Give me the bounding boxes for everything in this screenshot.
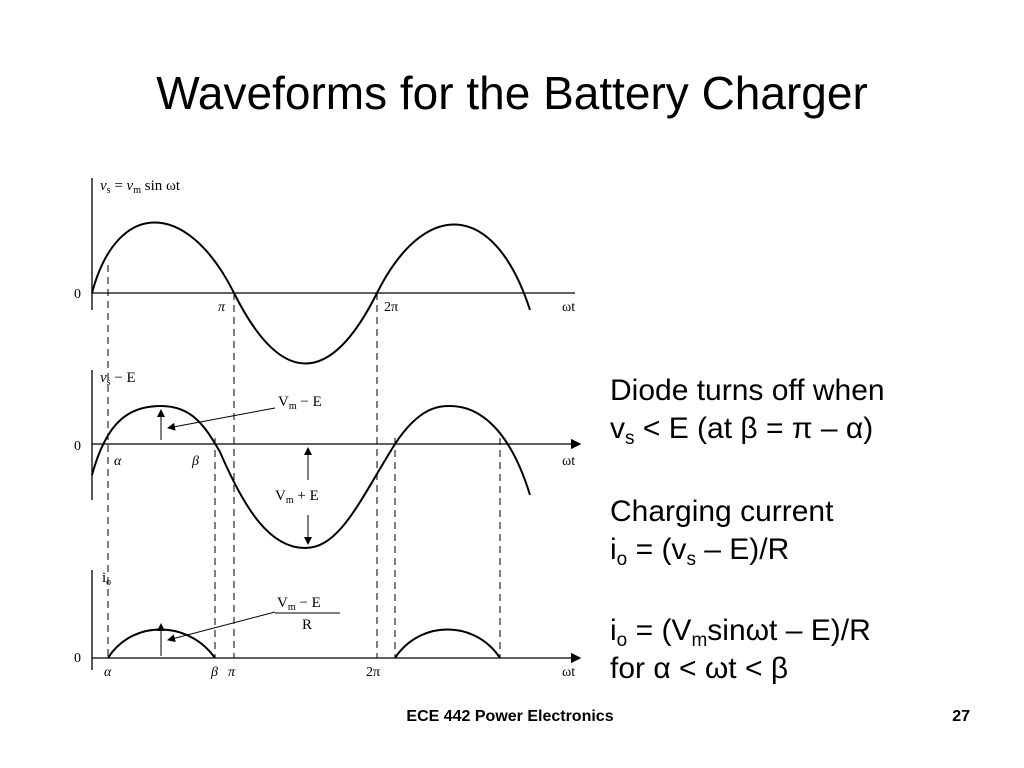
io-ann-denominator: R [302, 617, 312, 633]
p3-wt-label: ωt [562, 665, 575, 680]
p1-2pi-label: 2π [384, 300, 398, 315]
waveform-figure: vs = vm sin ωt 0 π 2π ωt vs − E 0 α β ωt… [70, 170, 590, 690]
p3-pi-label: π [228, 665, 236, 680]
vm-minus-e-label: Vm − E [278, 394, 322, 412]
vm-minus-e-leader [167, 407, 276, 431]
bullet-io-formula: io = (Vmsinωt – E)/R for α < ωt < β [610, 612, 871, 688]
bullet-charging-line2: io = (vs – E)/R [610, 533, 790, 570]
io-peak-leader [167, 611, 276, 643]
p3-beta-label: β [210, 665, 218, 680]
p3-ylabel: io [102, 570, 111, 588]
io-waveform-2 [394, 628, 501, 659]
p1-pi-label: π [218, 300, 226, 315]
p1-zero-label: 0 [74, 287, 81, 302]
footer-page-number: 27 [952, 708, 970, 725]
bullet-io-line2: for α < ωt < β [610, 652, 789, 685]
bullet-io-line1: io = (Vmsinωt – E)/R [610, 614, 871, 651]
bullet-diode-off-line2: vs < E (at β = π – α) [610, 412, 874, 449]
bullet-diode-off-line1: Diode turns off when [610, 374, 885, 407]
p2-wt-label: ωt [562, 454, 575, 469]
p2-beta-label: β [191, 454, 199, 469]
waveform-diagram: vs = vm sin ωt 0 π 2π ωt vs − E 0 α β ωt… [74, 178, 582, 680]
vm-plus-e-label: Vm + E [275, 488, 319, 506]
footer-course: ECE 442 Power Electronics [406, 708, 614, 725]
p2-ylabel: vs − E [100, 370, 136, 388]
bullet-diode-off: Diode turns off when vs < E (at β = π – … [610, 372, 885, 448]
bullet-charging-current: Charging current io = (vs – E)/R [610, 493, 833, 569]
vs-waveform [91, 221, 531, 365]
vs-minus-e-waveform [91, 404, 531, 550]
p2-alpha-label: α [114, 454, 122, 469]
bullet-charging-line1: Charging current [610, 495, 834, 528]
p3-alpha-label: α [104, 665, 112, 680]
p1-wt-label: ωt [562, 300, 575, 315]
p2-zero-label: 0 [74, 439, 81, 454]
p3-2pi-label: 2π [366, 665, 380, 680]
io-ann-numerator: Vm − E [277, 595, 321, 613]
slide-title: Waveforms for the Battery Charger [156, 67, 868, 119]
p1-ylabel: vs = vm sin ωt [100, 178, 181, 196]
p3-zero-label: 0 [74, 651, 81, 666]
